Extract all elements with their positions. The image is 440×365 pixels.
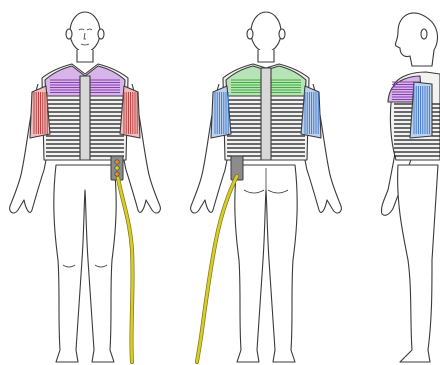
back-view-figure [191,12,342,362]
side-ear [421,29,427,39]
side-legs [398,165,438,362]
back-ear-right [279,29,285,39]
front-legs [54,165,116,362]
front-port-3 [115,172,119,176]
front-port-1 [115,160,119,164]
back-neck [258,50,274,62]
front-ear-right [98,29,104,39]
back-ear-left [247,29,253,39]
back-head [251,12,281,52]
front-neck [77,50,93,62]
front-cable [118,178,133,362]
front-head [70,12,100,52]
front-center-strap [80,76,90,160]
back-spine-strap [261,68,271,160]
side-view-figure [381,13,440,362]
front-ear-left [66,29,72,39]
back-legs [235,165,297,362]
front-view-figure [10,12,161,362]
side-head [395,13,437,66]
front-port-2 [115,166,119,170]
